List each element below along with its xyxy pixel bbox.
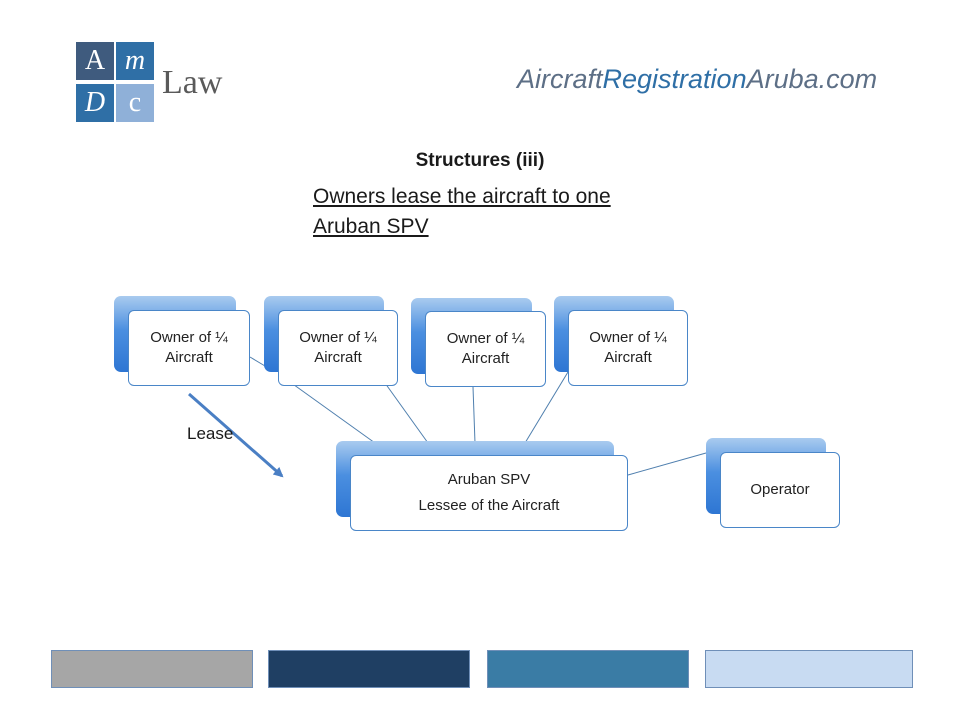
- footer-bar-3: [487, 650, 689, 688]
- brand-website: AircraftRegistrationAruba.com: [517, 64, 877, 95]
- owner-node-3: Owner of ¼ Aircraft: [425, 311, 546, 387]
- footer-bar-4: [705, 650, 913, 688]
- connector-owner-3: [472, 386, 476, 444]
- operator-node-label: Operator: [750, 481, 810, 498]
- owner-node-3-line1: Owner of ¼: [446, 330, 525, 347]
- owner-node-4: Owner of ¼ Aircraft: [568, 310, 688, 386]
- logo-tile-c: c: [116, 84, 154, 122]
- slide-title: Structures (iii): [415, 150, 545, 171]
- brand-part-aruba: Aruba.com: [746, 64, 878, 94]
- logo-tile-m: m: [116, 42, 154, 80]
- connector-operator: [627, 452, 707, 476]
- connector-owner-1: [249, 356, 266, 367]
- owner-node-3-line2: Aircraft: [461, 350, 510, 367]
- spv-node-line1: Aruban SPV: [447, 471, 531, 488]
- logo-tile-d: D: [76, 84, 114, 122]
- owner-node-2: Owner of ¼ Aircraft: [278, 310, 398, 386]
- slide-subtitle: Owners lease the aircraft to one Aruban …: [313, 185, 611, 238]
- lease-label: Lease: [187, 424, 234, 443]
- owner-node-4-line2: Aircraft: [604, 349, 652, 366]
- footer-bar-1: [51, 650, 253, 688]
- brand-part-aircraft: Aircraft: [517, 64, 603, 94]
- owner-node-2-line2: Aircraft: [314, 349, 362, 366]
- logo-tile-a: A: [76, 42, 114, 80]
- connector-owner-2: [384, 382, 429, 444]
- amdc-law-logo: A m D c Law: [76, 42, 236, 124]
- owner-node-1-line1: Owner of ¼: [150, 329, 228, 346]
- connector-owner-4: [524, 371, 569, 444]
- spv-node: Aruban SPV Lessee of the Aircraft: [350, 455, 628, 531]
- owner-node-1: Owner of ¼ Aircraft: [128, 310, 250, 386]
- operator-node: Operator: [720, 452, 840, 528]
- logo-law-word: Law: [162, 64, 223, 101]
- owner-node-4-line1: Owner of ¼: [589, 329, 667, 346]
- spv-node-line2: Lessee of the Aircraft: [418, 497, 560, 514]
- footer-bar-2: [268, 650, 470, 688]
- brand-part-registration: Registration: [602, 64, 747, 94]
- connector-owner-1-spv: [289, 381, 376, 444]
- owner-node-1-line2: Aircraft: [165, 349, 213, 366]
- owner-node-2-line1: Owner of ¼: [299, 329, 377, 346]
- lease-arrow: [188, 392, 284, 478]
